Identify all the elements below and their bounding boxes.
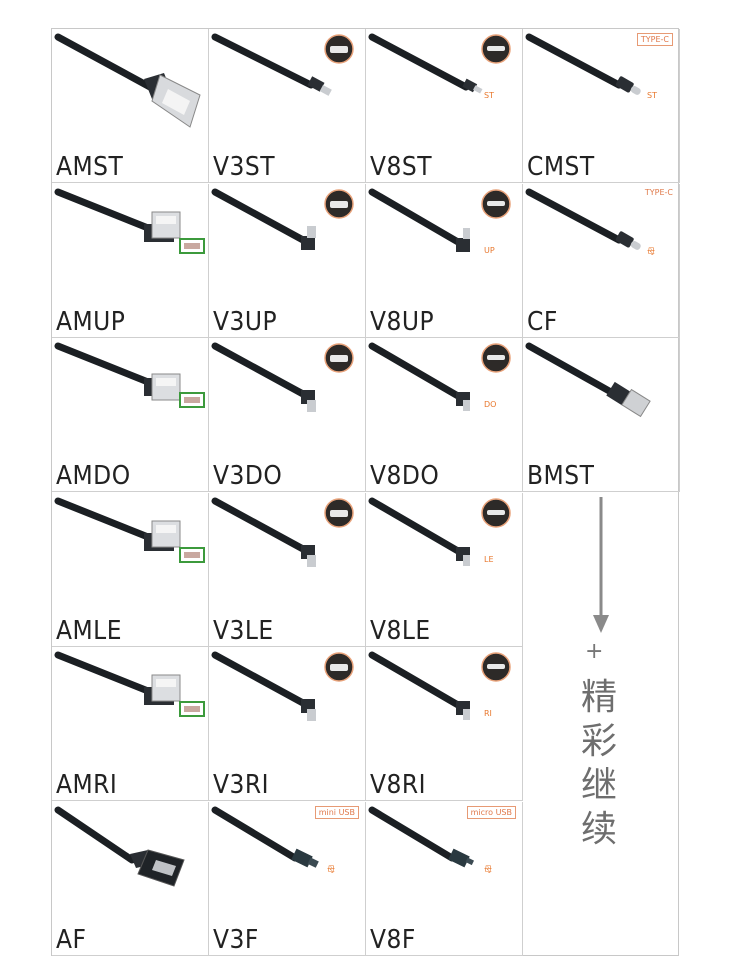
orientation-tag: RI	[484, 709, 492, 719]
cable-illustration-icon	[368, 342, 511, 412]
orientation-tag: ST	[484, 91, 494, 100]
connector-cell: UP V8UP	[366, 183, 523, 338]
orientation-tag: 母	[484, 865, 492, 874]
cable-illustration-icon	[211, 806, 319, 868]
connector-cell: V3ST	[209, 29, 366, 183]
model-label: AMUP	[56, 306, 126, 337]
model-label: V3F	[213, 925, 259, 955]
model-label: AMDO	[56, 461, 131, 492]
connector-cell: micro USB 母 V8F	[366, 802, 523, 956]
connector-cell: mini USB 母 V3F	[209, 802, 366, 956]
cable-illustration-icon	[54, 342, 205, 409]
model-label: CF	[527, 306, 558, 337]
connector-cell: TYPE-C ST CMST	[523, 29, 680, 183]
more-coming-text: 精 彩 继 续	[579, 676, 619, 852]
model-label: V8UP	[370, 306, 435, 337]
cable-illustration-icon	[368, 497, 511, 566]
model-label: V3DO	[213, 461, 283, 492]
connector-cell: AMUP	[52, 183, 209, 338]
connector-cell: AMLE	[52, 492, 209, 647]
connector-cell: V3DO	[209, 338, 366, 493]
connector-cell: ST V8ST	[366, 29, 523, 183]
cable-illustration-icon	[54, 651, 205, 718]
cable-illustration-icon	[368, 33, 511, 94]
model-label: V8DO	[370, 461, 440, 492]
connector-cell: AF	[52, 802, 209, 956]
more-char: 续	[580, 809, 617, 850]
model-label: AMST	[56, 152, 124, 182]
cable-illustration-icon	[525, 33, 641, 95]
orientation-tag: LE	[484, 554, 494, 564]
cable-illustration-icon	[211, 342, 354, 413]
connector-type-tag: mini USB	[314, 806, 359, 819]
connector-type-tag: TYPE-C	[636, 33, 673, 46]
orientation-tag: 母	[647, 246, 655, 256]
cable-illustration-icon	[54, 33, 201, 128]
down-arrow-icon	[593, 497, 609, 633]
orientation-tag: ST	[647, 91, 657, 100]
cable-illustration-icon	[54, 497, 205, 563]
model-label: AMLE	[56, 615, 122, 646]
cable-illustration-icon	[368, 188, 511, 252]
model-label: V8RI	[370, 770, 427, 801]
cable-illustration-icon	[525, 188, 641, 250]
model-label: V3UP	[213, 306, 278, 337]
connector-cell: TYPE-C 母 CF	[523, 183, 680, 338]
connector-cell: V3UP	[209, 183, 366, 338]
cable-illustration-icon	[211, 497, 354, 567]
model-label: V8ST	[370, 152, 433, 182]
connector-cell: AMST	[52, 29, 209, 183]
model-label: V3ST	[213, 152, 276, 182]
connector-cell: V3LE	[209, 492, 366, 647]
model-label: V3RI	[213, 770, 270, 801]
more-char: 继	[580, 765, 617, 806]
connector-cell: AMRI	[52, 647, 209, 802]
model-label: BMST	[527, 461, 595, 492]
connector-type-tag: micro USB	[466, 806, 516, 819]
plus-sign: +	[585, 639, 604, 664]
cable-illustration-icon	[211, 651, 354, 722]
model-label: V8F	[370, 925, 416, 955]
model-label: AF	[56, 925, 87, 955]
connector-cell: AMDO	[52, 338, 209, 493]
cable-illustration-icon	[368, 651, 511, 721]
cable-illustration-icon	[368, 806, 475, 868]
connector-type-tag: TYPE-C	[644, 187, 673, 197]
model-label: V8LE	[370, 615, 431, 646]
cable-illustration-icon	[211, 188, 354, 250]
connector-cell: LE V8LE	[366, 492, 523, 647]
more-coming-panel: + 精 彩 继 续	[523, 491, 679, 955]
cable-illustration-icon	[54, 188, 205, 254]
orientation-tag: DO	[484, 400, 497, 410]
model-label: AMRI	[56, 770, 118, 801]
cable-illustration-icon	[54, 806, 185, 887]
cable-illustration-icon	[211, 33, 354, 96]
model-label: CMST	[527, 152, 595, 182]
more-char: 精	[580, 677, 617, 718]
more-char: 彩	[580, 721, 617, 762]
connector-grid: micro USB 母 V8F mini USB 母 V3F AF RI V8RI V3RI AMR…	[51, 28, 680, 956]
model-label: V3LE	[213, 615, 274, 646]
orientation-tag: 母	[327, 865, 335, 874]
connector-cell: DO V8DO	[366, 338, 523, 493]
orientation-tag: UP	[484, 245, 495, 255]
connector-cell: V3RI	[209, 647, 366, 802]
connector-cell: RI V8RI	[366, 647, 523, 802]
connector-cell: BMST	[523, 338, 680, 493]
cable-illustration-icon	[525, 342, 651, 418]
